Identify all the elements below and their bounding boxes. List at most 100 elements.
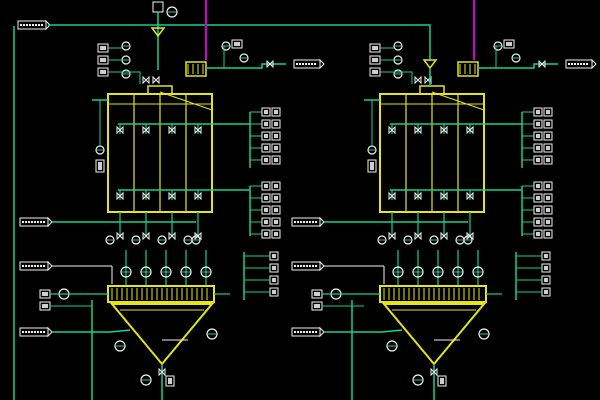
panel-fill (536, 184, 540, 188)
rack-panel-icon (271, 229, 281, 239)
valve-body (142, 231, 150, 241)
instrument-circle (392, 266, 404, 278)
instrument-circle (432, 266, 444, 278)
rack-panel-icon (261, 107, 271, 117)
valve-body (266, 59, 274, 69)
panel-outline (261, 205, 271, 215)
instrument-circle (206, 328, 218, 340)
signal-tag-glyph (297, 265, 299, 267)
filter-box (457, 61, 479, 77)
panel-outline (503, 39, 515, 49)
manifold-valve-icon (466, 191, 474, 201)
signal-tag-glyph (26, 24, 28, 26)
unit-1-group (19, 39, 325, 400)
signal-tag-glyph (314, 63, 316, 65)
signal-tag-arrow (319, 260, 325, 272)
rack-panel-icon (543, 193, 553, 203)
panel-outline (261, 107, 271, 117)
signal-tag-glyph (37, 265, 39, 267)
signal-tag-glyph (294, 221, 296, 223)
valve-body (538, 59, 546, 69)
discharge-instrument-bubble-icon (377, 235, 387, 245)
panel-fill (274, 208, 278, 212)
signal-tag-arrow (591, 58, 597, 70)
panel-fill (42, 304, 48, 308)
panel-fill (100, 46, 106, 50)
cone-inlet-signal-tag-icon (291, 326, 325, 338)
cone-instrument-bubble-icon (386, 340, 398, 352)
rack-panel-icon (261, 143, 271, 153)
rack-panel-icon (271, 155, 281, 165)
panel-outline (533, 119, 543, 129)
panel-fill (272, 254, 276, 258)
discharge-valve-icon (388, 231, 396, 241)
signal-tag-glyph (297, 221, 299, 223)
rack-panel-icon (271, 193, 281, 203)
rack-panel-icon (261, 181, 271, 191)
instrument-circle (511, 53, 521, 63)
panel-fill (536, 158, 540, 162)
panel-fill (546, 134, 550, 138)
panel-fill (536, 134, 540, 138)
signal-tag-glyph (315, 221, 317, 223)
panel-fill (546, 196, 550, 200)
signal-tag-glyph (25, 265, 27, 267)
signal-tag-glyph (43, 265, 45, 267)
panel-fill (440, 378, 444, 384)
panel-outline (533, 193, 543, 203)
discharge-valve-icon (142, 231, 150, 241)
signal-tag-glyph (25, 221, 27, 223)
signal-tag-glyph (309, 265, 311, 267)
signal-tag-glyph (296, 63, 298, 65)
valve-body (168, 191, 176, 201)
panel-outline (543, 205, 553, 215)
instrument-circle (393, 69, 403, 79)
instrument-circle (166, 6, 178, 18)
signal-tag-glyph (31, 331, 33, 333)
signal-tag-arrow (47, 216, 53, 228)
manifold-valve-icon (142, 191, 150, 201)
instrument-circle (493, 41, 503, 51)
instrument-circle (95, 145, 105, 155)
outlet-panel-icon (503, 39, 515, 49)
cone-instrument-bubble-icon (478, 328, 490, 340)
rack-panel-icon (543, 155, 553, 165)
instrument-circle (393, 41, 403, 51)
signal-tag-glyph (22, 221, 24, 223)
panel-fill (264, 232, 268, 236)
valve-body (414, 231, 422, 241)
panel-fill (546, 232, 550, 236)
rack-panel-icon (543, 107, 553, 117)
rack-panel-icon (533, 205, 543, 215)
valve-body (142, 75, 150, 85)
panel-outline (271, 193, 281, 203)
rack-panel-icon (543, 229, 553, 239)
panel-fill (274, 158, 278, 162)
rack-panel-icon (533, 229, 543, 239)
manifold-valve-icon (116, 125, 124, 135)
panel-fill (234, 42, 240, 46)
panel-fill (546, 184, 550, 188)
signal-tag-glyph (303, 221, 305, 223)
panel-outline (261, 193, 271, 203)
rack-panel-icon (261, 229, 271, 239)
discharge-valve-icon (116, 231, 124, 241)
rack-panel-icon (543, 205, 553, 215)
panel-fill (544, 254, 548, 258)
feed-instrument-bubble-icon (393, 69, 403, 79)
signal-tag-glyph (300, 331, 302, 333)
side-instrument-bubble-icon (95, 145, 105, 155)
rack-panel-icon (271, 143, 281, 153)
signal-tag-glyph (37, 331, 39, 333)
bottom-panel-icon (437, 375, 447, 387)
rack-panel-icon (533, 155, 543, 165)
instrument-circle (140, 374, 152, 386)
valve-body (116, 191, 124, 201)
signal-tag-glyph (31, 221, 33, 223)
pulse-instrument-bubble-icon (120, 266, 132, 278)
panel-fill (100, 70, 106, 74)
signal-tag-glyph (309, 331, 311, 333)
rack-panel-icon (533, 217, 543, 227)
outlet-valve-icon (266, 59, 274, 69)
pulse-instrument-bubble-icon (412, 266, 424, 278)
